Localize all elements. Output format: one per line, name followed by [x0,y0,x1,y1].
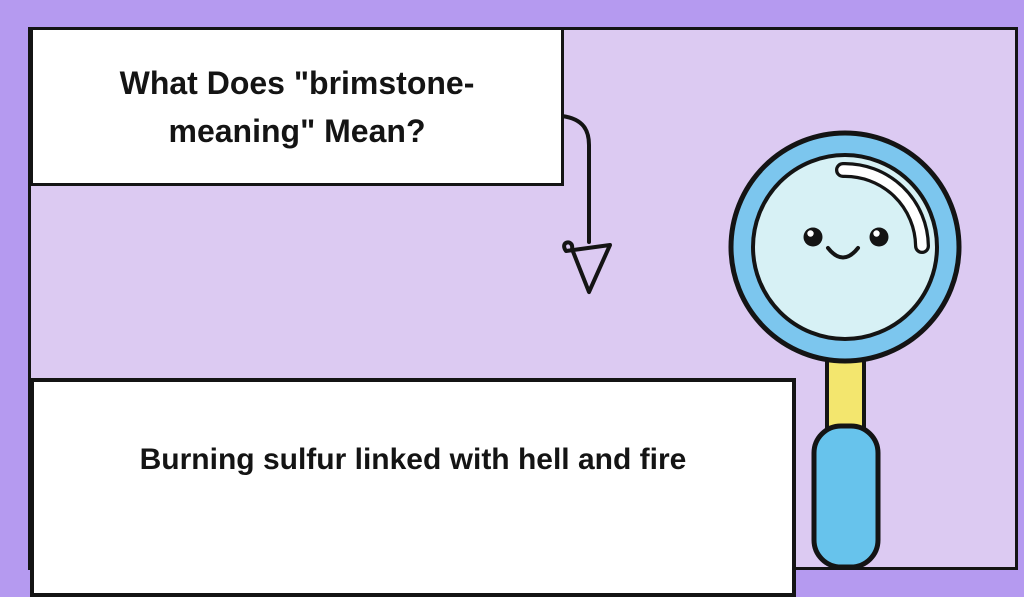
smile [826,246,860,260]
magnifying-glass-icon [728,130,962,570]
answer-text: Burning sulfur linked with hell and fire [139,443,687,476]
right-eye [869,227,889,247]
right-eye-highlight [873,230,880,237]
left-eye-highlight [807,230,814,237]
question-line-1: What Does "brimstone- [119,64,475,101]
down-arrow-icon [560,114,612,294]
lens-shine [838,165,927,251]
left-eye [803,227,823,247]
arrow-head [562,240,612,294]
magnifier-lens [751,153,939,341]
question-box: What Does "brimstone- meaning" Mean? [30,27,564,186]
arrow-stem [560,114,591,244]
magnifier-handle-grip [811,423,881,570]
answer-box: Burning sulfur linked with hell and fire [30,378,796,597]
question-line-2: meaning" Mean? [168,112,426,149]
